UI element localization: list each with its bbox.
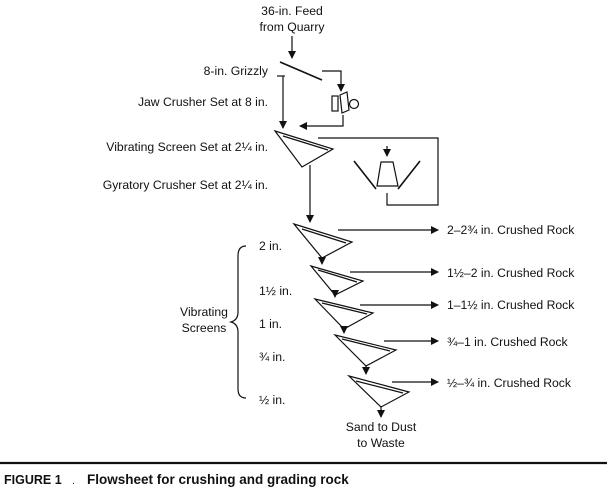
feed-label-line2: from Quarry	[259, 20, 325, 34]
screen-deck	[317, 269, 358, 283]
waste-label-line2: to Waste	[357, 436, 405, 450]
waste-label-line1: Sand to Dust	[346, 420, 417, 434]
grizzly-label: 8-in. Grizzly	[204, 64, 269, 78]
figure-caption: Flowsheet for crushing and grading rock	[87, 472, 349, 487]
product-label: ½–¾ in. Crushed Rock	[447, 376, 572, 390]
vibrating-screen-0-5in	[346, 374, 411, 408]
screen-deck	[355, 380, 404, 394]
gyratory-crusher-label: Gyratory Crusher Set at 2¼ in.	[103, 178, 268, 192]
figure-number: FIGURE 1	[4, 473, 62, 487]
grizzly-oversize-arrow	[322, 70, 345, 92]
feed-label-line1: 36-in. Feed	[261, 4, 323, 18]
screen-size-label: ½ in.	[259, 393, 285, 407]
product-label: 2–2¾ in. Crushed Rock	[447, 223, 575, 237]
vibrating-screen-1in	[313, 297, 375, 330]
vibrating-screen-1-5in	[309, 264, 365, 296]
vibrating-screen-1	[273, 129, 335, 168]
screens-group-label-line1: Vibrating	[180, 305, 228, 319]
product-label: ¾–1 in. Crushed Rock	[447, 335, 568, 349]
screen-size-label: 2 in.	[259, 239, 282, 253]
gyratory-crusher-icon	[353, 160, 421, 190]
jaw-crusher-label: Jaw Crusher Set at 8 in.	[138, 95, 268, 109]
jaw-crusher-icon	[331, 91, 360, 114]
vibrating-screen-0-75in	[333, 333, 398, 367]
screen-size-label: ¾ in.	[259, 350, 285, 364]
product-label: 1–1½ in. Crushed Rock	[447, 298, 575, 312]
screen-1-oversize-line	[318, 137, 439, 206]
jaw-crusher-return-arrow	[299, 115, 344, 130]
vibrating-screen-1-deck	[282, 135, 329, 151]
vibrating-screen-2in	[292, 222, 354, 259]
screens-bracket	[228, 245, 247, 399]
screen-size-label: 1½ in.	[259, 284, 292, 298]
screen-deck	[321, 302, 368, 315]
product-label: 1½–2 in. Crushed Rock	[447, 266, 575, 280]
screen-size-label: 1 in.	[259, 317, 282, 331]
screen-deck	[301, 228, 347, 244]
vibrating-screen-label: Vibrating Screen Set at 2¼ in.	[106, 140, 268, 154]
screens-group-label-line2: Screens	[182, 321, 227, 335]
screen-deck	[341, 338, 391, 352]
caption-separator-dot: .	[72, 476, 75, 487]
grizzly-deck	[279, 61, 323, 81]
